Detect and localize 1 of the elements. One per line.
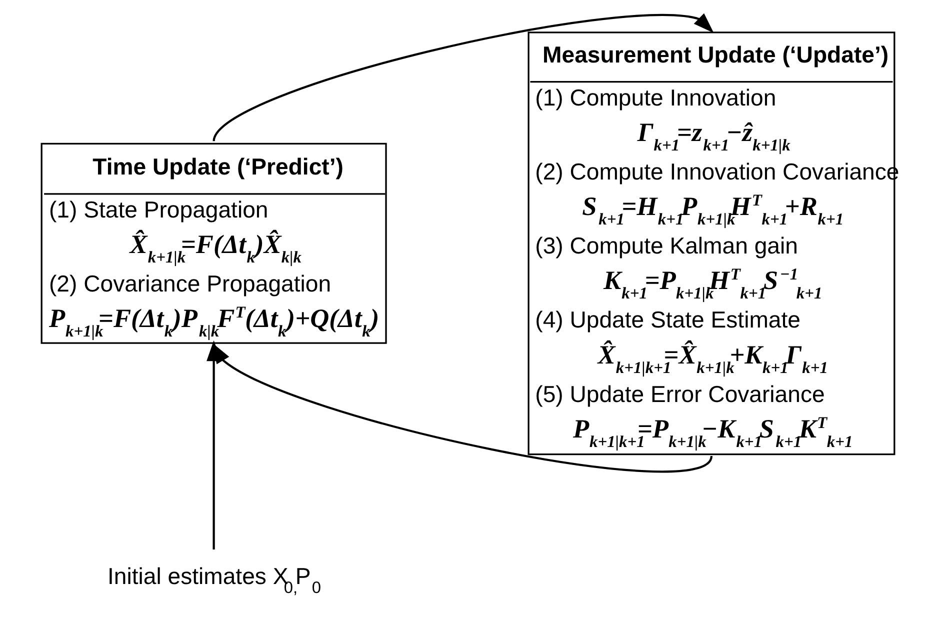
node-text: Initial estimates X$_{0,}$P$_{0}$	[108, 562, 322, 597]
